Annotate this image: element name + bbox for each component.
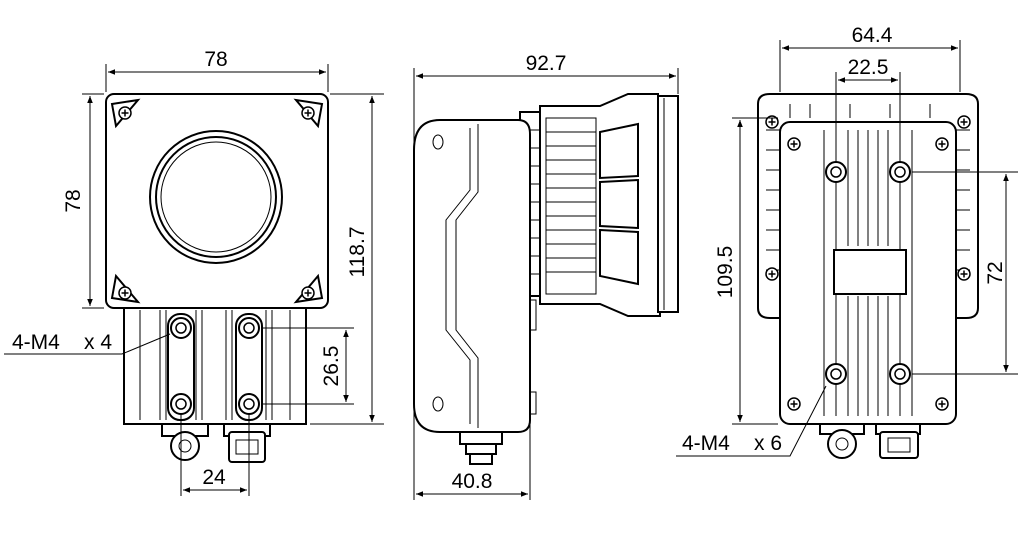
front-thread-callout: 4-M4: [12, 331, 60, 354]
front-connectors: [161, 423, 271, 463]
screw-icon: [787, 397, 801, 411]
front-lower-body: [123, 305, 307, 425]
front-height-label: 78: [62, 189, 85, 212]
rear-connectors: [819, 423, 921, 459]
side-main-body: [413, 119, 531, 433]
screw-icon: [957, 267, 971, 281]
rear-hole-spacing-h-label: 22.5: [848, 56, 889, 79]
thread-leader: [4, 333, 171, 355]
screw-icon: [957, 115, 971, 129]
screw-icon: [787, 137, 801, 151]
rear-view: 64.4 22.5 109.5 72 4-M4 x 6: [676, 24, 1018, 459]
front-total-height-label: 118.7: [346, 227, 369, 278]
rear-height-label: 109.5: [714, 246, 737, 299]
rear-hole-spacing-v-label: 72: [984, 261, 1007, 284]
side-connector: [459, 431, 503, 465]
screw-icon: [301, 106, 315, 120]
screw-icon: [118, 106, 132, 120]
screw-icon: [935, 137, 949, 151]
screw-icon: [935, 397, 949, 411]
side-depth-label: 92.7: [526, 52, 567, 75]
side-base-depth-label: 40.8: [452, 470, 493, 493]
front-width-label: 78: [204, 48, 227, 71]
side-view: 92.7 40.8: [413, 52, 679, 500]
front-head-plate: [105, 93, 329, 309]
rear-width-label: 64.4: [852, 24, 893, 47]
rear-thread-callout: 4-M4: [682, 432, 730, 455]
mount-hole-icon: [889, 363, 911, 385]
mount-hole-icon: [170, 317, 192, 339]
rear-label-panel: [833, 249, 907, 295]
screw-icon: [118, 286, 132, 300]
rear-thread-leader: [676, 385, 827, 457]
side-heatsink: [519, 93, 679, 317]
mount-hole-icon: [825, 363, 847, 385]
front-view: 78 78 118.7 26.5 24 4-M4 x 4: [4, 48, 384, 496]
mount-hole-icon: [238, 317, 260, 339]
mount-hole-icon: [170, 393, 192, 415]
front-hole-spacing-v-label: 26.5: [320, 346, 343, 387]
screw-icon: [301, 286, 315, 300]
front-hole-spacing-h-label: 24: [202, 466, 226, 489]
screw-icon: [765, 267, 779, 281]
front-thread-count: x 4: [84, 331, 112, 354]
mount-hole-icon: [238, 393, 260, 415]
rear-thread-count: x 6: [754, 432, 782, 455]
mount-hole-icon: [825, 161, 847, 183]
mount-hole-icon: [889, 161, 911, 183]
lens-icon: [149, 130, 283, 264]
